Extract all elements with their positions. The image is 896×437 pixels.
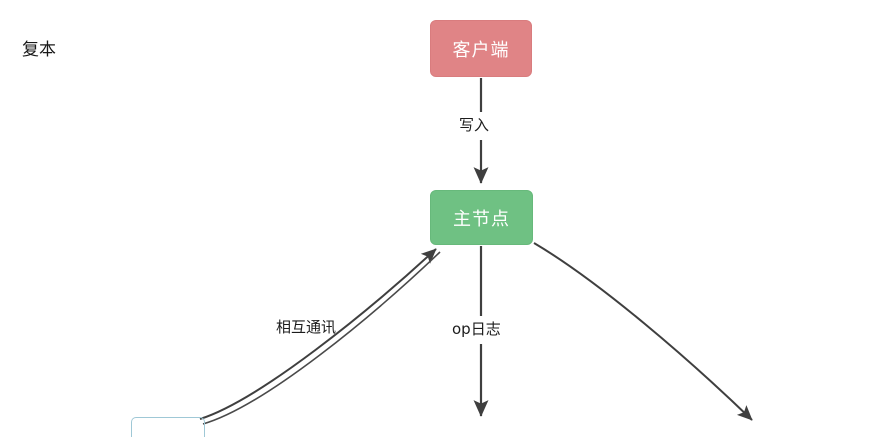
node-master[interactable]: 主节点 <box>430 190 533 245</box>
edge-label-oplog: op日志 <box>452 320 501 338</box>
edge-replica-left-to-master <box>199 248 441 425</box>
edge-label-mutual-communication: 相互通讯 <box>276 318 337 336</box>
diagram-canvas <box>199 78 753 425</box>
diagram-caption: 复本 <box>22 40 56 60</box>
node-master-label: 主节点 <box>453 208 510 230</box>
node-client[interactable]: 客户端 <box>430 20 532 77</box>
edge-label-write: 写入 <box>459 116 490 134</box>
node-replica-left[interactable] <box>131 417 205 437</box>
node-client-label: 客户端 <box>452 39 510 61</box>
edge-master-to-right <box>533 242 753 421</box>
